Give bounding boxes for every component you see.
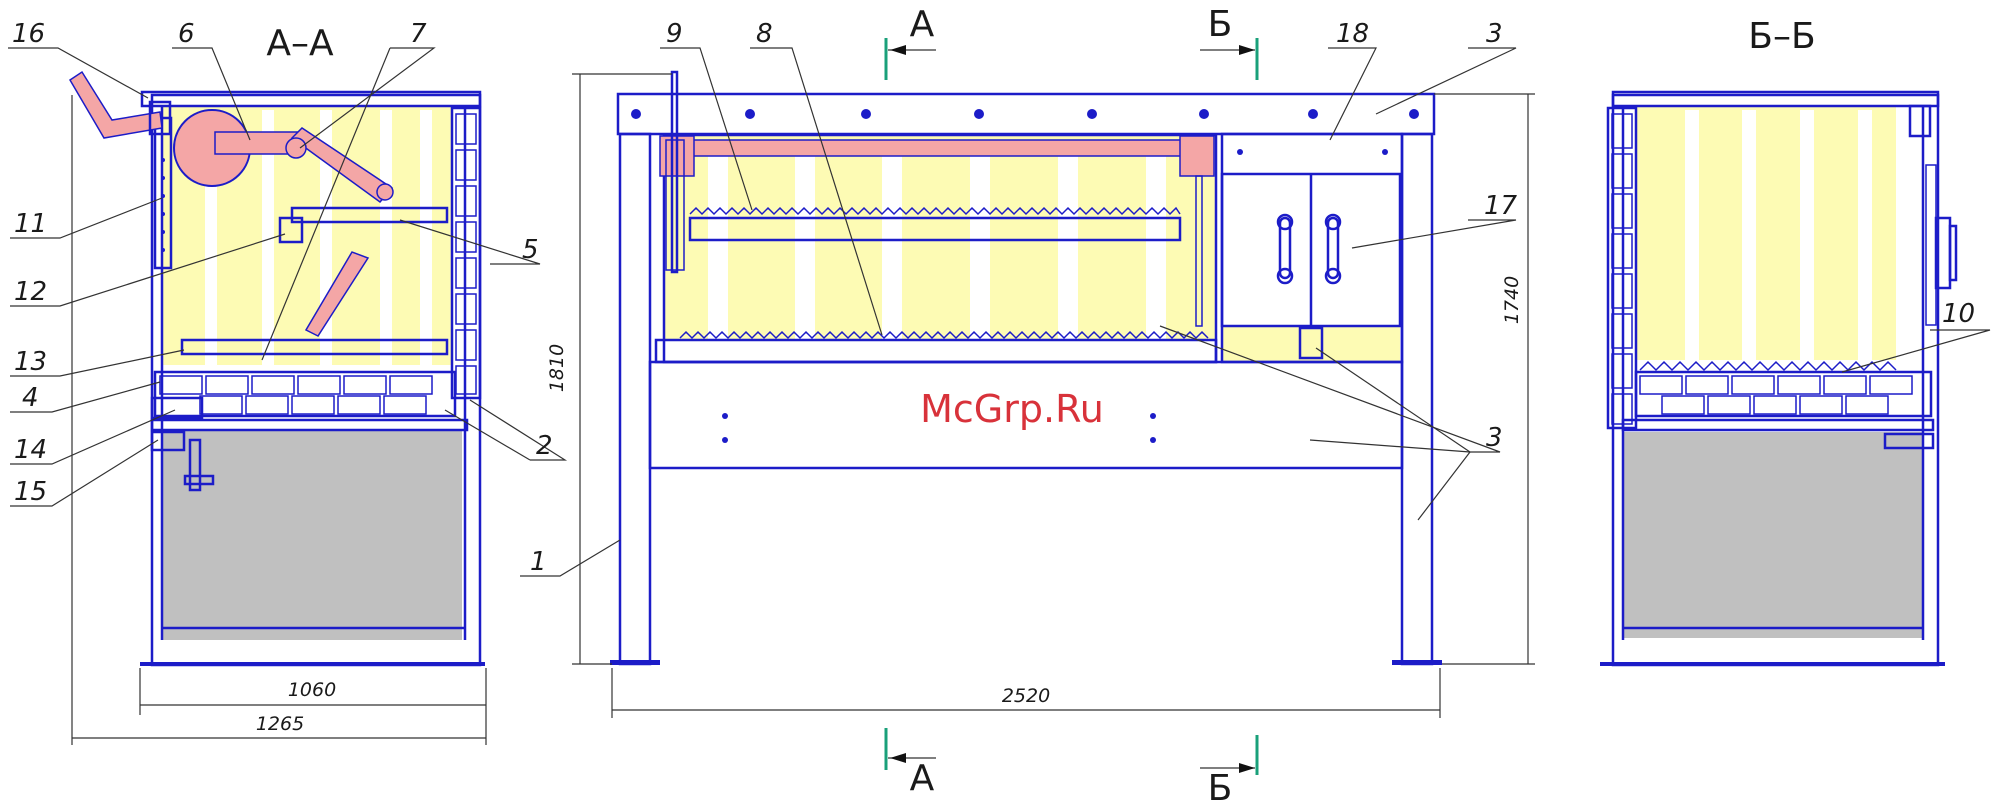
cut-mark-b-bottom: Б [1208, 768, 1233, 809]
dimension-1740: 1740 [1501, 276, 1523, 324]
callout-2: 2 [536, 431, 553, 461]
watermark: McGrp.Ru [920, 387, 1104, 431]
bb-grey-base [1623, 432, 1923, 638]
cut-mark-a-bottom: А [910, 758, 935, 799]
cut-mark-a-top: А [910, 4, 935, 45]
cut-mark-b-top: Б [1208, 4, 1233, 45]
bb-yellow-panel [1636, 105, 1896, 360]
aa-grey-base [162, 430, 462, 640]
door-handles [1278, 215, 1340, 283]
callout-10: 10 [1942, 299, 1975, 329]
callout-3-top: 3 [1486, 19, 1503, 49]
dimension-1810: 1810 [546, 344, 568, 392]
callout-3-bottom: 3 [1486, 423, 1503, 453]
callout-16: 16 [12, 19, 45, 49]
section-aa-title: А–А [266, 23, 334, 64]
front-lower-tray [656, 340, 1216, 362]
callout-4: 4 [22, 383, 39, 413]
callout-6: 6 [178, 19, 195, 49]
callout-9: 9 [666, 19, 683, 49]
front-shaft [690, 140, 1200, 156]
front-view [610, 72, 1442, 665]
section-bb-title: Б–Б [1748, 16, 1815, 57]
callout-11: 11 [14, 209, 47, 239]
front-right-leg [1402, 134, 1432, 664]
callout-15: 15 [14, 477, 47, 507]
dimension-2520: 2520 [1002, 685, 1050, 707]
callout-8: 8 [756, 19, 773, 49]
callout-5: 5 [522, 235, 539, 265]
front-yellow-panel [664, 135, 1216, 340]
dimension-1060: 1060 [288, 679, 336, 701]
dimension-1265: 1265 [256, 713, 304, 735]
section-aa-view [70, 72, 485, 666]
callout-12: 12 [14, 277, 47, 307]
section-bb-view [1600, 92, 1956, 666]
callout-1: 1 [530, 547, 547, 577]
callout-7: 7 [410, 19, 427, 49]
callout-14: 14 [14, 435, 47, 465]
callout-13: 13 [14, 347, 47, 377]
callout-17: 17 [1484, 191, 1518, 221]
front-left-leg [620, 134, 650, 664]
callout-18: 18 [1336, 19, 1369, 49]
